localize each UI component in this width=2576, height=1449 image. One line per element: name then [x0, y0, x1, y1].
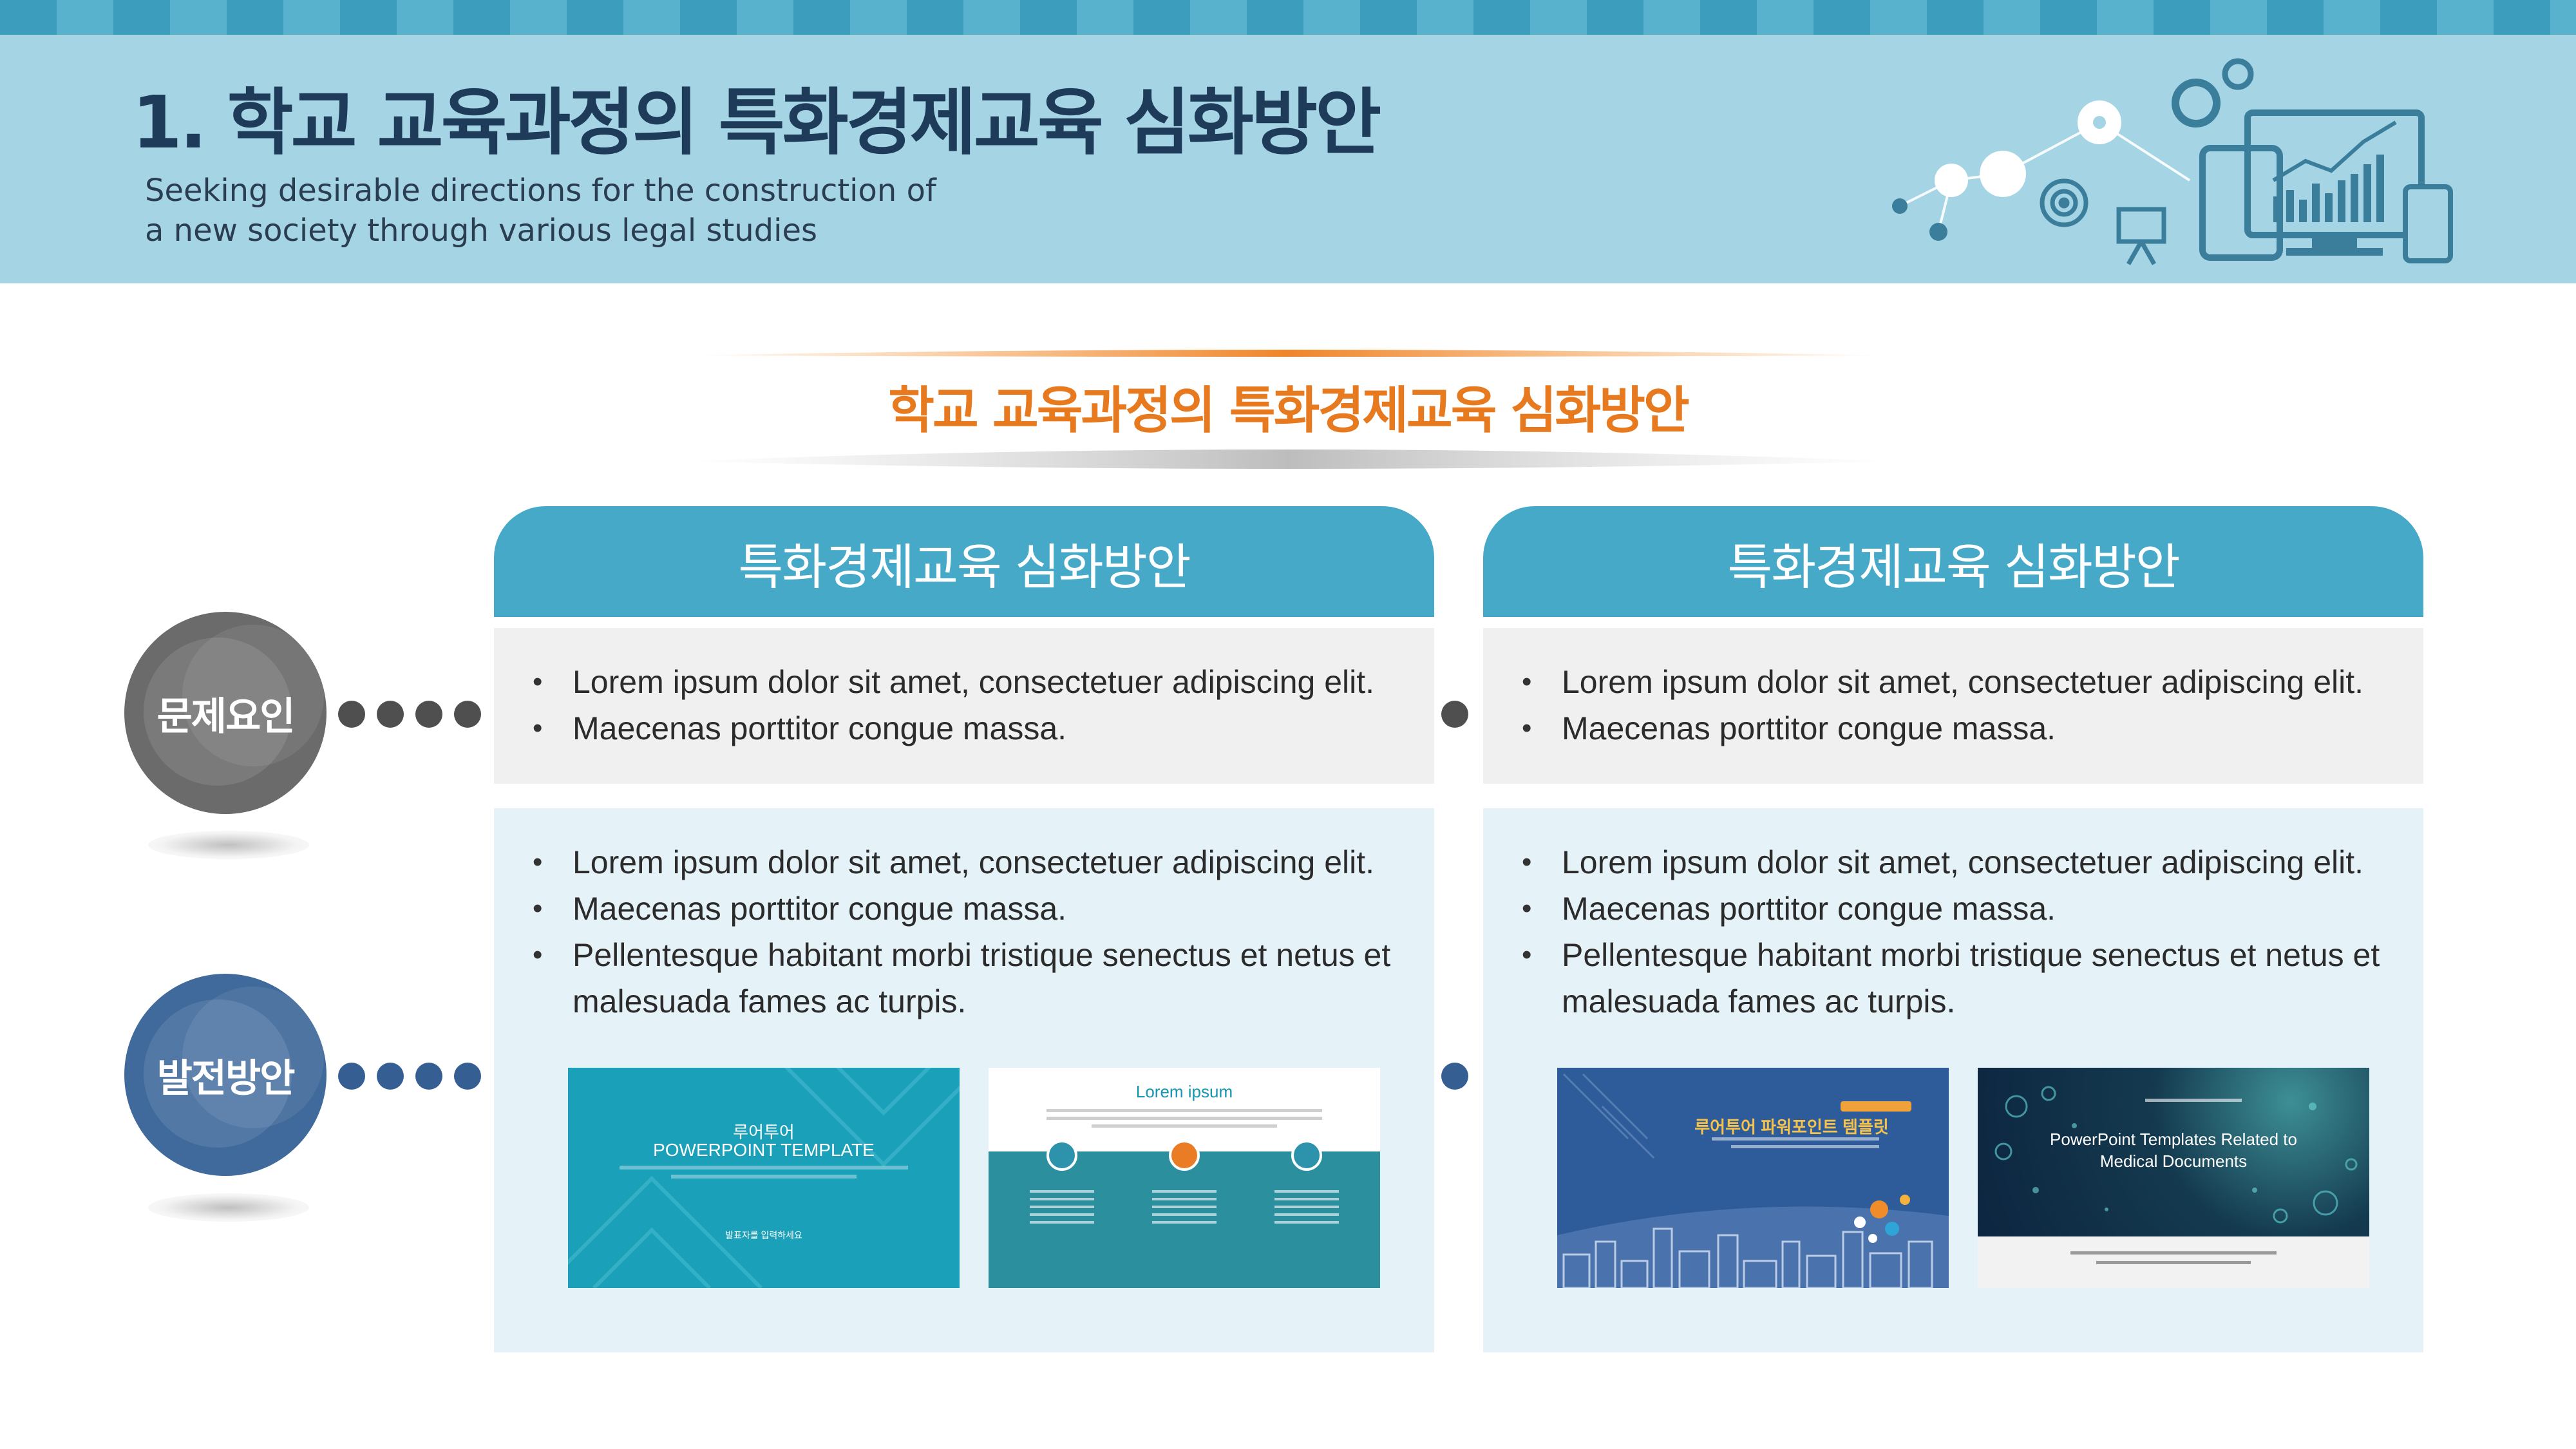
connector-dot: [377, 701, 404, 728]
thumbnail-2-text-line: [1046, 1109, 1322, 1112]
thumbnail-2-icon-1: [1046, 1140, 1077, 1171]
list-item: Lorem ipsum dolor sit amet, consectetuer…: [533, 839, 1408, 886]
thumbnail-2-text-line: [1046, 1117, 1322, 1120]
presentation-board-icon: [2116, 207, 2166, 265]
thumbnail-3-cityscape: [1557, 1073, 1949, 1288]
subtitle-line-1: Seeking desirable directions for the con…: [145, 173, 936, 209]
phone-icon: [2403, 184, 2453, 263]
thumbnail-1-text-line: [671, 1175, 857, 1179]
thumbnail-2-icon-2: [1169, 1140, 1200, 1171]
list-item: Maecenas porttitor congue massa.: [533, 705, 1408, 752]
connector-dot: [415, 1063, 442, 1090]
list-item: Lorem ipsum dolor sit amet, consectetuer…: [1522, 659, 2398, 705]
thumbnail-4-text-line: [2070, 1251, 2277, 1255]
thumbnail-pattern: [568, 1068, 960, 1288]
thumbnail-1-line-1: 루어투어: [733, 1122, 795, 1142]
section-title: 학교 교육과정의 특화경제교육 심화방안: [888, 382, 1689, 440]
column-2-problem-list: Lorem ipsum dolor sit amet, consectetuer…: [1522, 659, 2398, 752]
problem-factor-circle: 문제요인: [124, 612, 327, 814]
thumbnail-4-text-line: [2145, 1099, 2242, 1102]
connector-dot: [1441, 1063, 1468, 1090]
connector-dot: [454, 1063, 481, 1090]
thumbnail-2-icon-3: [1291, 1140, 1322, 1171]
column-1-problem-box: Lorem ipsum dolor sit amet, consectetuer…: [494, 628, 1434, 784]
thumbnail-2-title: Lorem ipsum: [1135, 1082, 1233, 1101]
list-item: Pellentesque habitant morbi tristique se…: [1522, 932, 2398, 1025]
connector-dot: [338, 1063, 365, 1090]
thumbnail-3-text-line: [1712, 1137, 1879, 1141]
thumbnail-2-text-line: [1092, 1124, 1277, 1128]
thumbnail-4-text-line: [2096, 1261, 2251, 1264]
thumbnail-2-text-block: [1274, 1190, 1339, 1229]
page-title: 1. 학교 교육과정의 특화경제교육 심화방안: [132, 81, 1381, 165]
problem-circle-shadow: [148, 831, 309, 859]
list-item: Maecenas porttitor congue massa.: [1522, 705, 2398, 752]
template-thumbnail-4: PowerPoint Templates Related to Medical …: [1978, 1068, 2369, 1288]
column-1-development-list: Lorem ipsum dolor sit amet, consectetuer…: [533, 839, 1408, 1025]
monitor-chart-icon: [2244, 109, 2425, 256]
column-2-problem-box: Lorem ipsum dolor sit amet, consectetuer…: [1483, 628, 2423, 784]
connector-dot: [415, 701, 442, 728]
connector-dot: [338, 701, 365, 728]
list-item: Lorem ipsum dolor sit amet, consectetuer…: [533, 659, 1408, 705]
thumbnail-3-title: 루어투어 파워포인트 템플릿: [1694, 1117, 1889, 1137]
thumbnail-1-line-2: POWERPOINT TEMPLATE: [653, 1140, 875, 1160]
development-plan-label: 발전방안: [156, 1056, 296, 1101]
target-icon: [2040, 178, 2088, 227]
section-title-band: [683, 350, 1893, 469]
thumbnail-2-text-block: [1030, 1190, 1094, 1229]
thumbnail-3-tag: [1841, 1101, 1911, 1112]
connector-dot: [454, 701, 481, 728]
tablet-icon: [2199, 145, 2283, 261]
column-1-problem-list: Lorem ipsum dolor sit amet, consectetuer…: [533, 659, 1408, 752]
thumbnail-4-line-1: PowerPoint Templates Related to: [2050, 1130, 2297, 1149]
gear-icon: [2172, 58, 2254, 128]
thumbnail-3-text-line: [1731, 1145, 1879, 1148]
template-thumbnail-2: Lorem ipsum: [989, 1068, 1380, 1288]
development-plan-circle: 발전방안: [124, 974, 327, 1176]
development-circle-shadow: [148, 1193, 309, 1222]
column-2-header: 특화경제교육 심화방안: [1483, 506, 2423, 617]
page-subtitle: Seeking desirable directions for the con…: [145, 171, 936, 251]
thumbnail-4-bokeh: [1994, 1086, 2358, 1224]
connector-dot: [377, 1063, 404, 1090]
thumbnail-1-small: 발표자를 입력하세요: [725, 1230, 802, 1240]
list-item: Maecenas porttitor congue massa.: [1522, 886, 2398, 932]
network-node-icon: [1892, 100, 2121, 241]
subtitle-line-2: a new society through various legal stud…: [145, 213, 817, 249]
connector-dot: [1441, 701, 1468, 728]
column-2-development-list: Lorem ipsum dolor sit amet, consectetuer…: [1522, 839, 2398, 1025]
thumbnail-2-text-block: [1152, 1190, 1217, 1229]
list-item: Maecenas porttitor congue massa.: [533, 886, 1408, 932]
header-illustration: [1892, 58, 2453, 265]
template-thumbnail-3: 루어투어 파워포인트 템플릿: [1557, 1068, 1949, 1288]
thumbnail-4-line-2: Medical Documents: [2099, 1151, 2248, 1171]
thumbnail-1-text-line: [620, 1166, 908, 1170]
list-item: Pellentesque habitant morbi tristique se…: [533, 932, 1408, 1025]
header-top-stripe: [0, 0, 2576, 35]
column-1-header: 특화경제교육 심화방안: [494, 506, 1434, 617]
template-thumbnail-1: 루어투어 POWERPOINT TEMPLATE 발표자를 입력하세요: [568, 1068, 960, 1288]
list-item: Lorem ipsum dolor sit amet, consectetuer…: [1522, 839, 2398, 886]
problem-factor-label: 문제요인: [156, 694, 296, 739]
